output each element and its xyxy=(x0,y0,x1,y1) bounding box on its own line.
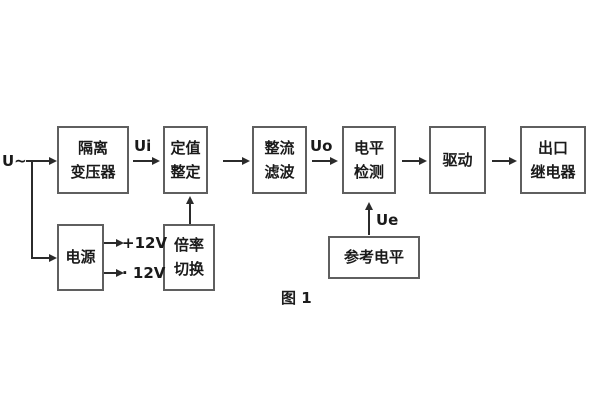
block-label: 倍率 xyxy=(173,236,204,254)
arrowhead-level-drive xyxy=(419,157,427,165)
arrowhead-uo xyxy=(330,157,338,165)
connector-level-drive-line xyxy=(402,160,419,162)
block-label: 驱动 xyxy=(442,150,473,169)
connector-uo-line xyxy=(312,160,330,162)
signal-ue-label: Ue xyxy=(376,211,399,229)
connector-setting-rectifier-line xyxy=(223,160,242,162)
block-setting: 定值 整定 xyxy=(163,126,208,194)
block-label: 变压器 xyxy=(70,162,116,181)
block-ratio-switch: 倍率 切换 xyxy=(163,224,215,291)
arrowhead-ue xyxy=(365,202,373,210)
block-label: 继电器 xyxy=(530,162,576,181)
signal-uo-label: Uo xyxy=(310,137,333,155)
arrowhead-power-in xyxy=(49,254,57,262)
arrowhead-ui xyxy=(152,157,160,165)
connector-ue-line xyxy=(368,210,370,235)
block-output-relay: 出口 继电器 xyxy=(520,126,586,194)
block-label: 滤波 xyxy=(264,162,295,181)
block-label: 整流 xyxy=(264,138,295,157)
arrowhead-plus12 xyxy=(116,239,124,247)
block-label: 整定 xyxy=(170,162,201,181)
arrowhead-input xyxy=(49,157,57,165)
signal-ui-label: Ui xyxy=(134,137,152,155)
arrowhead-minus12 xyxy=(116,269,124,277)
plus-12v-label: +12V xyxy=(122,234,168,252)
block-label: 出口 xyxy=(537,138,568,157)
block-label: 定值 xyxy=(170,138,201,157)
arrowhead-setting-rectifier xyxy=(242,157,250,165)
block-isolation-transformer: 隔离 变压器 xyxy=(57,126,129,194)
connector-ui-line xyxy=(133,160,152,162)
block-label: 电平 xyxy=(353,138,384,157)
connector-branch-vertical xyxy=(31,160,33,259)
connector-input-line xyxy=(26,160,49,162)
block-power-supply: 电源 xyxy=(57,224,104,291)
block-label: 参考电平 xyxy=(343,248,404,266)
figure-caption: 图 1 xyxy=(281,289,312,307)
arrowhead-ratio-setting xyxy=(186,196,194,204)
block-label: 检测 xyxy=(353,162,384,181)
connector-power-in-line xyxy=(31,257,49,259)
block-label: 隔离 xyxy=(77,138,108,157)
connector-plus12-line xyxy=(104,242,116,244)
minus-12v-label: · 12V xyxy=(122,264,166,282)
block-label: 切换 xyxy=(173,260,204,278)
connector-minus12-line xyxy=(104,272,116,274)
block-rectifier-filter: 整流 滤波 xyxy=(252,126,307,194)
connector-drive-relay-line xyxy=(492,160,509,162)
block-reference-level: 参考电平 xyxy=(328,236,420,279)
block-label: 电源 xyxy=(65,248,96,266)
block-level-detection: 电平 检测 xyxy=(342,126,396,194)
block-drive: 驱动 xyxy=(429,126,486,194)
arrowhead-drive-relay xyxy=(509,157,517,165)
connector-ratio-setting-line xyxy=(189,204,191,224)
input-voltage-label: U~ xyxy=(2,152,27,170)
